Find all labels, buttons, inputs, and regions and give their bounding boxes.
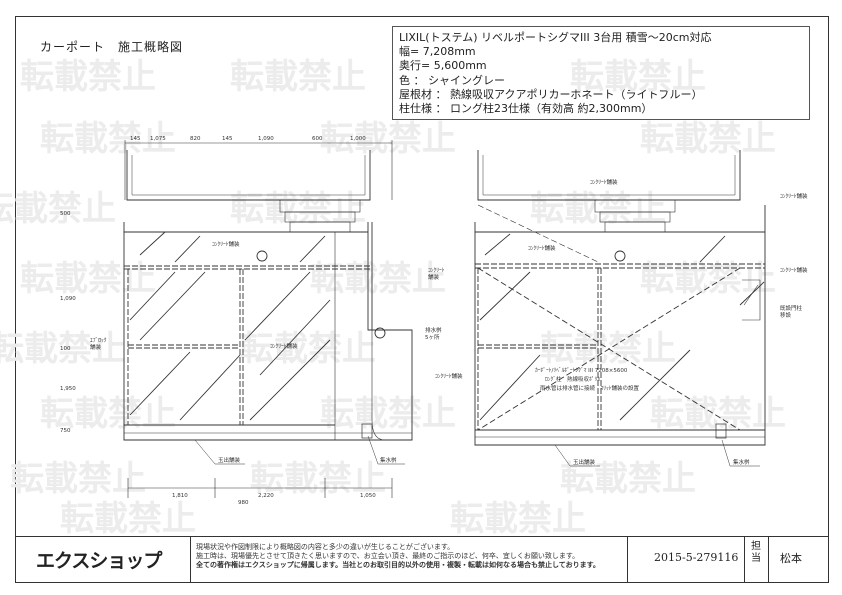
label-concrete: ｺﾝｸﾘｰﾄ舗装	[212, 240, 240, 248]
right-plan-labels: ｺﾝｸﾘｰﾄ舗装 ｺﾝｸﾘｰﾄ舗装 ｺﾝｸﾘｰﾄ舗装 ｺﾝｸﾘｰﾄ舗装 ｺﾝｸﾘ…	[435, 178, 808, 466]
spec-depth: 奥行= 5,600mm	[399, 59, 487, 73]
watermark-text: 転載禁止	[640, 119, 776, 159]
label-carport: ｶｰﾎﾟｰﾄ/ﾘﾍﾞﾙﾎﾟｰﾄｼｸﾞﾏ III 7208×5600	[535, 367, 628, 374]
dim-label: 1,090	[60, 296, 76, 302]
watermark-text: 転載禁止	[250, 459, 386, 499]
watermark-layer: 転載禁止 転載禁止 転載禁止 転載禁止 転載禁止 転載禁止 転載禁止 転載禁止 …	[0, 57, 786, 539]
title-divider	[627, 536, 628, 583]
title-divider	[744, 536, 745, 583]
company-logo: エクスショップ	[36, 550, 162, 572]
spec-color: 色 ： シャイングレー	[399, 73, 505, 87]
title-divider	[768, 536, 769, 583]
dim-label: 1,000	[350, 136, 366, 142]
label-carport: 雨水管は排水管に接続 ｽﾘｯﾄ舗装の設置	[540, 384, 640, 392]
watermark-text: 転載禁止	[320, 119, 456, 159]
watermark-text: 転載禁止	[540, 329, 676, 369]
sheet-frame	[15, 16, 829, 583]
watermark-text: 転載禁止	[320, 394, 456, 434]
dim-label: 1,050	[360, 493, 376, 499]
dim-label: 1,075	[150, 136, 166, 142]
watermark-text: 転載禁止	[650, 394, 786, 434]
dim-label: 500	[60, 211, 71, 217]
dim-label: 980	[238, 500, 249, 506]
title-divider	[190, 536, 191, 583]
dim-label: 1,090	[258, 136, 274, 142]
dim-label: 1,950	[60, 386, 76, 392]
person-in-charge: 松本	[780, 552, 802, 565]
watermark-text: 転載禁止	[640, 259, 776, 299]
watermark-text: 転載禁止	[20, 259, 156, 299]
label-concrete: ｺﾝｸﾘｰﾄ舗装	[780, 266, 808, 274]
drawing-title: カーポート 施工概略図	[40, 40, 184, 54]
label-catch: 集水桝	[380, 456, 397, 464]
watermark-text: 転載禁止	[230, 57, 366, 97]
left-plan	[123, 140, 413, 498]
watermark-text: 転載禁止	[240, 329, 376, 369]
spec-roof: 屋根材 ： 熱線吸収アクアポリカーボネート（ライトブルー）	[399, 87, 703, 101]
tantou-label: 担当	[751, 541, 761, 564]
dim-label: 2,220	[258, 493, 274, 499]
title-block	[15, 536, 829, 583]
watermark-text: 転載禁止	[10, 459, 146, 499]
spec-box: LIXIL(トステム) リベルポートシグマIII 3台用 積雪～20cm対応 幅…	[392, 26, 810, 120]
spec-width: 幅= 7,208mm	[399, 45, 476, 59]
footer-note-line: 施工時は、現場優先とさせて頂きたく思いますので、お立会い頂き、最終のご指示のほど…	[196, 552, 580, 561]
label-concrete: ｺﾝｸﾘｰﾄ舗装	[428, 267, 445, 281]
watermark-text: 転載禁止	[530, 189, 666, 229]
spec-pillar: 柱仕様 ： ロング柱23仕様（有効高 約2,300mm）	[399, 102, 653, 116]
document-number: 2015-5-279116	[654, 551, 739, 564]
watermark-text: 転載禁止	[0, 329, 126, 369]
footer-notes: 現場状況や作図制限により概略図の内容と多少の違いが生じることがございます。 施工…	[196, 543, 600, 571]
dim-label: 750	[60, 428, 71, 434]
dim-label: 100	[60, 346, 71, 352]
label-concrete: ｺﾝｸﾘｰﾄ舗装	[270, 342, 298, 350]
watermark-text: 転載禁止	[310, 259, 446, 299]
watermark-text: 転載禁止	[230, 189, 366, 229]
label-bottom: 玉出舗装	[218, 456, 241, 464]
watermark-text: 転載禁止	[40, 119, 176, 159]
footer-note-line: 現場状況や作図制限により概略図の内容と多少の違いが生じることがございます。	[196, 543, 455, 551]
label-concrete: ｺﾝｸﾘｰﾄ舗装	[528, 244, 556, 252]
label-concrete: ｺﾝｸﾘｰﾄ舗装	[780, 192, 808, 200]
label-concrete: ｺﾝｸﾘｰﾄ舗装	[435, 372, 463, 380]
label-bottom: 玉出舗装	[573, 458, 596, 466]
dim-label: 820	[190, 136, 201, 142]
dim-label: 145	[130, 136, 141, 142]
watermark-text: 転載禁止	[20, 57, 156, 97]
dim-label: 1,810	[172, 493, 188, 499]
watermark-text: 転載禁止	[60, 499, 196, 539]
watermark-text: 転載禁止	[40, 394, 176, 434]
footer-note-line: 全ての著作権はエクスショップに帰属します。当社とのお取引目的以外の使用・複製・転…	[196, 561, 600, 570]
label-carport: ﾛﾝｸﾞ柱 熱線吸収ﾎﾟﾘｶ	[545, 375, 600, 383]
label-concrete: ｺﾝｸﾘｰﾄ舗装	[590, 178, 618, 186]
dim-label: 600	[312, 136, 323, 142]
watermark-text: 転載禁止	[0, 189, 116, 229]
label-catch: 集水桝	[733, 458, 750, 466]
label-note: ｴﾌﾞﾛｯｸ舗装	[90, 337, 107, 351]
right-plan	[474, 150, 766, 467]
left-plan-labels: 145 1,075 820 145 1,090 600 1,000 500 1,…	[60, 136, 445, 506]
spec-product: LIXIL(トステム) リベルポートシグマIII 3台用 積雪～20cm対応	[399, 31, 712, 44]
watermark-text: 転載禁止	[560, 459, 696, 499]
watermark-text: 転載禁止	[570, 57, 706, 97]
dim-label: 145	[222, 136, 233, 142]
label-note: 既設門柱移設	[780, 304, 803, 319]
watermark-text: 転載禁止	[450, 499, 586, 539]
